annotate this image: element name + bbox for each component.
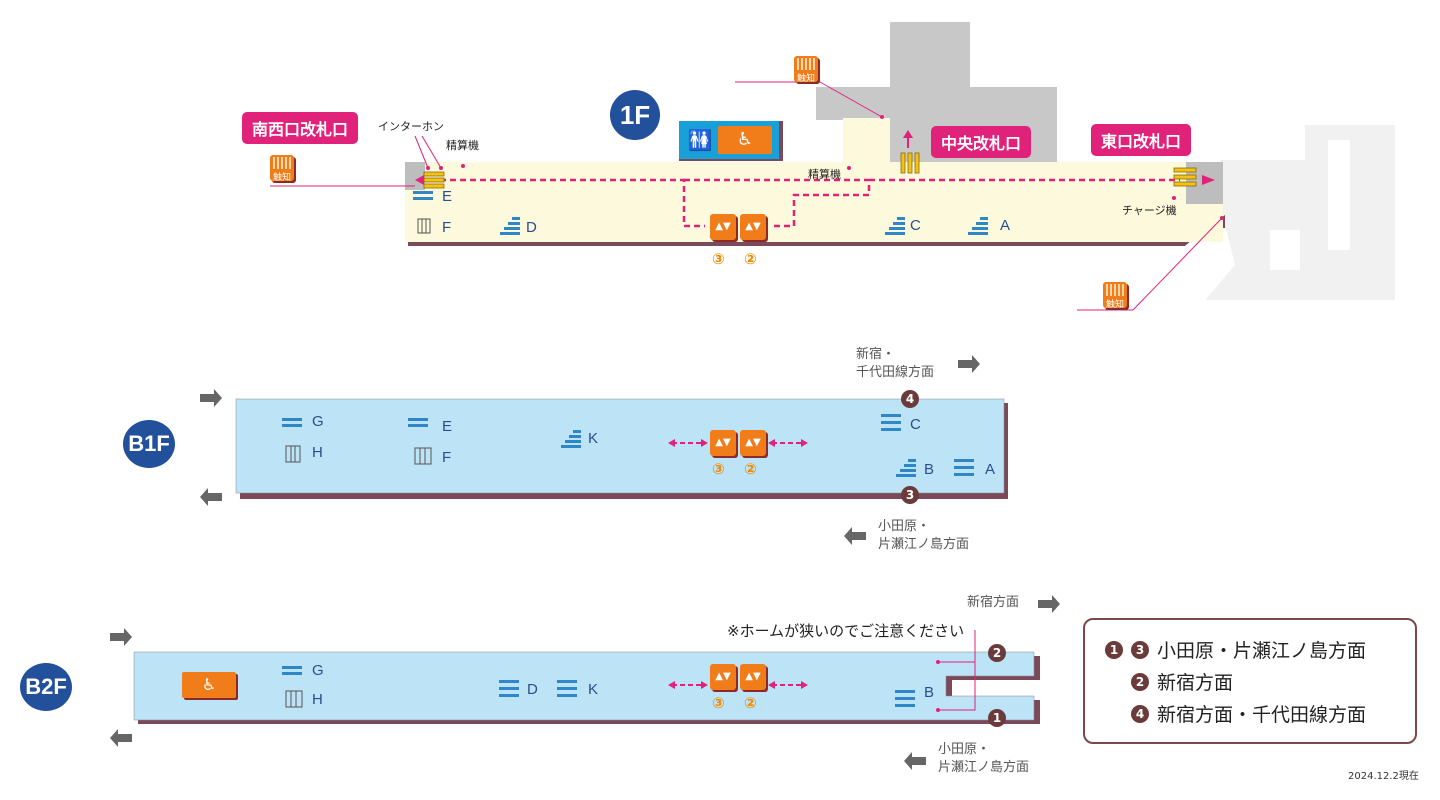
fare-adjust-left-label: 精算機 <box>446 139 479 152</box>
escalator-icon <box>499 680 519 697</box>
track-number: 1 <box>988 709 1006 727</box>
tactile-map-icon: 触知 <box>270 155 294 183</box>
exit-letter-f: F <box>442 219 452 236</box>
floor-b2f-map <box>110 595 1060 770</box>
floor-badge-b1f: B1F <box>123 420 175 468</box>
stairs-icon <box>968 217 988 235</box>
platform-number: ② <box>744 460 757 478</box>
exit-letter-k: K <box>588 430 599 447</box>
date-stamp: 2024.12.2現在 <box>1348 771 1419 782</box>
legend: 1 3 小田原・片瀬江ノ島方面 2 新宿方面 4 新宿方面・千代田線方面 <box>1083 618 1417 744</box>
exit-letter-d: D <box>526 219 537 236</box>
floor-badge-b2f: B2F <box>20 663 72 711</box>
fare-adjust-center-label: 精算機 <box>808 168 841 181</box>
elevator-shaft-icon <box>417 218 431 234</box>
exit-letter-g: G <box>312 413 324 430</box>
narrow-platform-warning: ※ホームが狭いのでご注意ください <box>727 622 965 640</box>
elevator-icon: ▲▼ <box>710 430 736 456</box>
stairs-icon <box>500 217 520 235</box>
legend-text: 新宿方面・千代田線方面 <box>1157 704 1367 726</box>
escalator-icon <box>408 418 428 427</box>
restroom-icon: 🚻 <box>687 128 713 152</box>
exit-letter-a: A <box>985 461 996 478</box>
escalator-icon <box>282 666 302 675</box>
elevator-shaft-icon <box>285 690 303 708</box>
elevator-icon: ▲▼ <box>710 664 736 690</box>
exit-letter-b: B <box>924 684 935 701</box>
platform-number: ③ <box>712 460 725 478</box>
accessible-facilities-icon: ♿ <box>182 672 236 698</box>
elevator-icon: ▲▼ <box>740 430 766 456</box>
floor-badge-1f: 1F <box>610 90 660 140</box>
exit-letter-h: H <box>312 691 323 708</box>
legend-row: 4 新宿方面・千代田線方面 <box>1131 700 1366 727</box>
platform-number: ③ <box>712 694 725 712</box>
exit-letter-b: B <box>924 461 935 478</box>
track-number: 1 <box>1105 640 1123 659</box>
elevator-shaft-icon <box>285 445 301 463</box>
stairs-icon <box>561 430 581 448</box>
exit-letter-d: D <box>527 681 538 698</box>
direction-label: 新宿方面 <box>967 595 1020 610</box>
intercom-label: インターホン <box>378 120 444 133</box>
track-number: 3 <box>1131 640 1149 659</box>
elevator-shaft-icon <box>414 447 432 465</box>
track-number: 4 <box>901 390 919 408</box>
track-number: 4 <box>1131 704 1149 723</box>
stairs-icon <box>885 217 905 235</box>
escalator-icon <box>895 690 915 707</box>
legend-row: 1 3 小田原・片瀬江ノ島方面 <box>1105 636 1366 663</box>
southwest-gate-label: 南西口改札口 <box>242 112 359 144</box>
track-number: 3 <box>901 486 919 504</box>
escalator-icon <box>413 191 433 200</box>
elevator-icon: ▲▼ <box>740 664 766 690</box>
legend-text: 新宿方面 <box>1157 672 1234 694</box>
elevator-icon: ▲▼ <box>740 214 766 240</box>
floor-1f-map <box>270 22 1395 311</box>
exit-letter-c: C <box>910 217 921 234</box>
direction-label: 小田原・片瀬江ノ島方面 <box>938 742 1030 775</box>
track-number: 2 <box>988 644 1006 662</box>
platform-number: ② <box>744 250 757 268</box>
escalator-icon <box>881 414 901 431</box>
escalator-icon <box>557 680 577 697</box>
stairs-icon <box>896 459 916 477</box>
exit-letter-e: E <box>442 418 453 435</box>
floor-b1f-map <box>200 355 1008 545</box>
track-number: 2 <box>1131 672 1149 691</box>
wheelchair-icon: ♿ <box>718 126 772 154</box>
exit-letter-c: C <box>910 416 921 433</box>
exit-letter-g: G <box>312 662 324 679</box>
direction-label: 新宿・千代田線方面 <box>856 347 935 380</box>
legend-row: 2 新宿方面 <box>1131 668 1233 695</box>
central-gate-label: 中央改札口 <box>931 126 1032 158</box>
tactile-map-icon: 触知 <box>794 56 818 84</box>
legend-text: 小田原・片瀬江ノ島方面 <box>1157 640 1367 662</box>
elevator-icon: ▲▼ <box>710 214 736 240</box>
east-gate-label: 東口改札口 <box>1091 124 1192 156</box>
tactile-map-icon: 触知 <box>1103 282 1127 310</box>
escalator-icon <box>282 418 302 427</box>
exit-letter-k: K <box>588 681 599 698</box>
direction-label: 小田原・片瀬江ノ島方面 <box>878 519 970 552</box>
charge-machine-label: チャージ機 <box>1122 204 1177 217</box>
exit-letter-a: A <box>1000 217 1011 234</box>
platform-number: ③ <box>712 250 725 268</box>
platform-number: ② <box>744 694 757 712</box>
exit-letter-h: H <box>312 444 323 461</box>
exit-letter-f: F <box>442 449 452 466</box>
escalator-icon <box>954 459 974 476</box>
exit-letter-e: E <box>442 188 453 205</box>
